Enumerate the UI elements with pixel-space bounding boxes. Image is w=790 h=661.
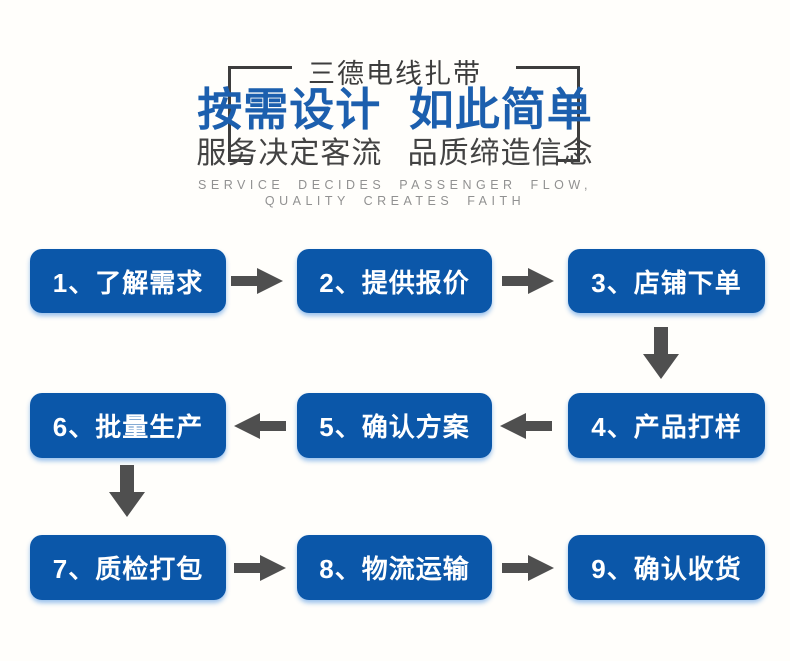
bracket-right-foot-decoration [556,159,580,162]
arrow-right-icon [502,555,554,581]
subtitle: 服务决定客流 品质缔造信念 [196,137,594,170]
step-box-4: 4、产品打样 [568,393,765,458]
step-box-1: 1、了解需求 [30,249,226,313]
arrow-right-icon [502,268,554,294]
page-title: 按需设计 如此简单 [197,84,593,135]
brand-title: 三德电线扎带 [308,59,482,89]
arrow-right-icon [234,555,286,581]
arrow-right-icon [231,268,283,294]
arrow-left-icon [500,413,552,439]
arrow-down-icon [643,327,679,379]
caption-line2: QUALITY CREATES FAITH [264,194,526,208]
caption-english: SERVICE DECIDES PASSENGER FLOW, QUALITY … [0,177,790,209]
step-box-5: 5、确认方案 [297,393,492,458]
step-box-2: 2、提供报价 [297,249,492,313]
bracket-left-decoration [228,66,292,162]
arrow-down-icon [109,465,145,517]
step-box-9: 9、确认收货 [568,535,765,600]
caption-line1: SERVICE DECIDES PASSENGER FLOW, [198,178,592,192]
step-box-3: 3、店铺下单 [568,249,765,313]
bracket-left-foot-decoration [228,159,252,162]
step-box-8: 8、物流运输 [297,535,492,600]
arrow-left-icon [234,413,286,439]
step-box-7: 7、质检打包 [30,535,226,600]
step-box-6: 6、批量生产 [30,393,226,458]
bracket-right-decoration [516,66,580,162]
